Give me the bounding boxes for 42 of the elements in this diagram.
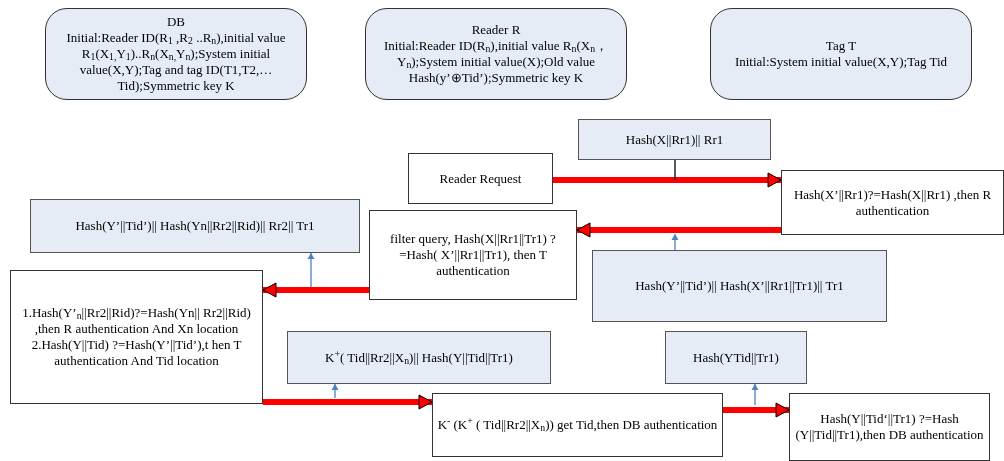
process-box: [10, 270, 263, 404]
box-text: K$^{-}$ (K$^{+}$ ( Tid||Rr2||X$_{n}$)) get Tid,then DB authentication: [437, 417, 718, 433]
arrow: [751, 383, 759, 406]
arrow: [262, 282, 369, 298]
box-text: Hash(Y’||Tid’)|| Hash(X’||Rr1||Tr1)|| Tr1: [635, 278, 844, 294]
box-text: Hash(X||Rr1)|| Rr1: [625, 131, 724, 148]
message-box: [30, 199, 360, 253]
arrow: [263, 394, 433, 410]
process-box: [408, 153, 553, 204]
process-box: [781, 170, 1004, 235]
message-box: [287, 331, 551, 384]
box-text: 2.Hash(Y||Tid) ?=Hash(Y’||Tid’),t hen T authentication And Tid location: [30, 337, 243, 369]
box-text: K$^{+}$( Tid||Rr2||X$_{n}$)|| Hash(Y||Tid||Tr1): [325, 349, 513, 366]
arrow: [331, 383, 339, 399]
arrow: [723, 402, 790, 418]
box-text: Reader Request: [439, 170, 522, 187]
box-heading: Reader R: [471, 22, 521, 38]
arrow: [553, 172, 782, 188]
entity-box: [710, 8, 972, 100]
arrow: [671, 233, 679, 251]
entity-box: [45, 8, 307, 100]
box-heading: DB: [166, 14, 186, 30]
box-text: filter query, Hash(X||Rr1||Tr1) ?=Hash( X’||Rr1||Tr1), then T authentication: [389, 231, 557, 279]
entity-box: [365, 8, 627, 100]
box-text: Hash(X’||Rr1)?=Hash(X||Rr1) ,then R authentication: [792, 186, 993, 219]
box-text: Initial:Reader ID(R$_{1}$ ,R$_{2}$ ..R$_{n}$),initial value R$_{1}$(X$_{1,}$Y$_{1}$)..R$_{n}$(X$_{n,}$Y$_{n}$);System initial value(X,Y);Tag and tag ID(T1,T2,… Tid);Symmetric key K: [65, 30, 287, 94]
box-text: Hash(Y’||Tid’)|| Hash(Yn||Rr2||Rid)|| Rr2|| Tr1: [75, 218, 315, 234]
arrow: [307, 252, 315, 288]
message-box: [665, 331, 807, 384]
box-text: Initial:System initial value(X,Y);Tag Tid: [734, 54, 948, 70]
message-box: [592, 250, 887, 322]
box-heading: Tag T: [825, 38, 857, 54]
box-text: Hash(Y||Tid‘||Tr1) ?=Hash (Y||Tid||Tr1),then DB authentication: [794, 411, 985, 443]
process-box: [432, 393, 723, 457]
arrow: [576, 222, 781, 238]
process-box: [369, 210, 577, 300]
box-text: 1.Hash(Y’$_{n}$||Rr2||Rid)?=Hash(Yn|| Rr2||Rid) ,then R authentication And Xn location: [21, 305, 252, 337]
box-text: Hash(YTid||Tr1): [693, 349, 779, 366]
box-text: Initial:Reader ID(R$_{n}$),initial value R$_{n}$(X$_{n}$， Y$_{n}$);System initial value(X);Old value Hash(y’⊕Tid’);Symmetric key K: [383, 38, 609, 86]
message-box: [578, 119, 771, 160]
connector-line: [674, 159, 676, 181]
process-box: [789, 393, 990, 461]
